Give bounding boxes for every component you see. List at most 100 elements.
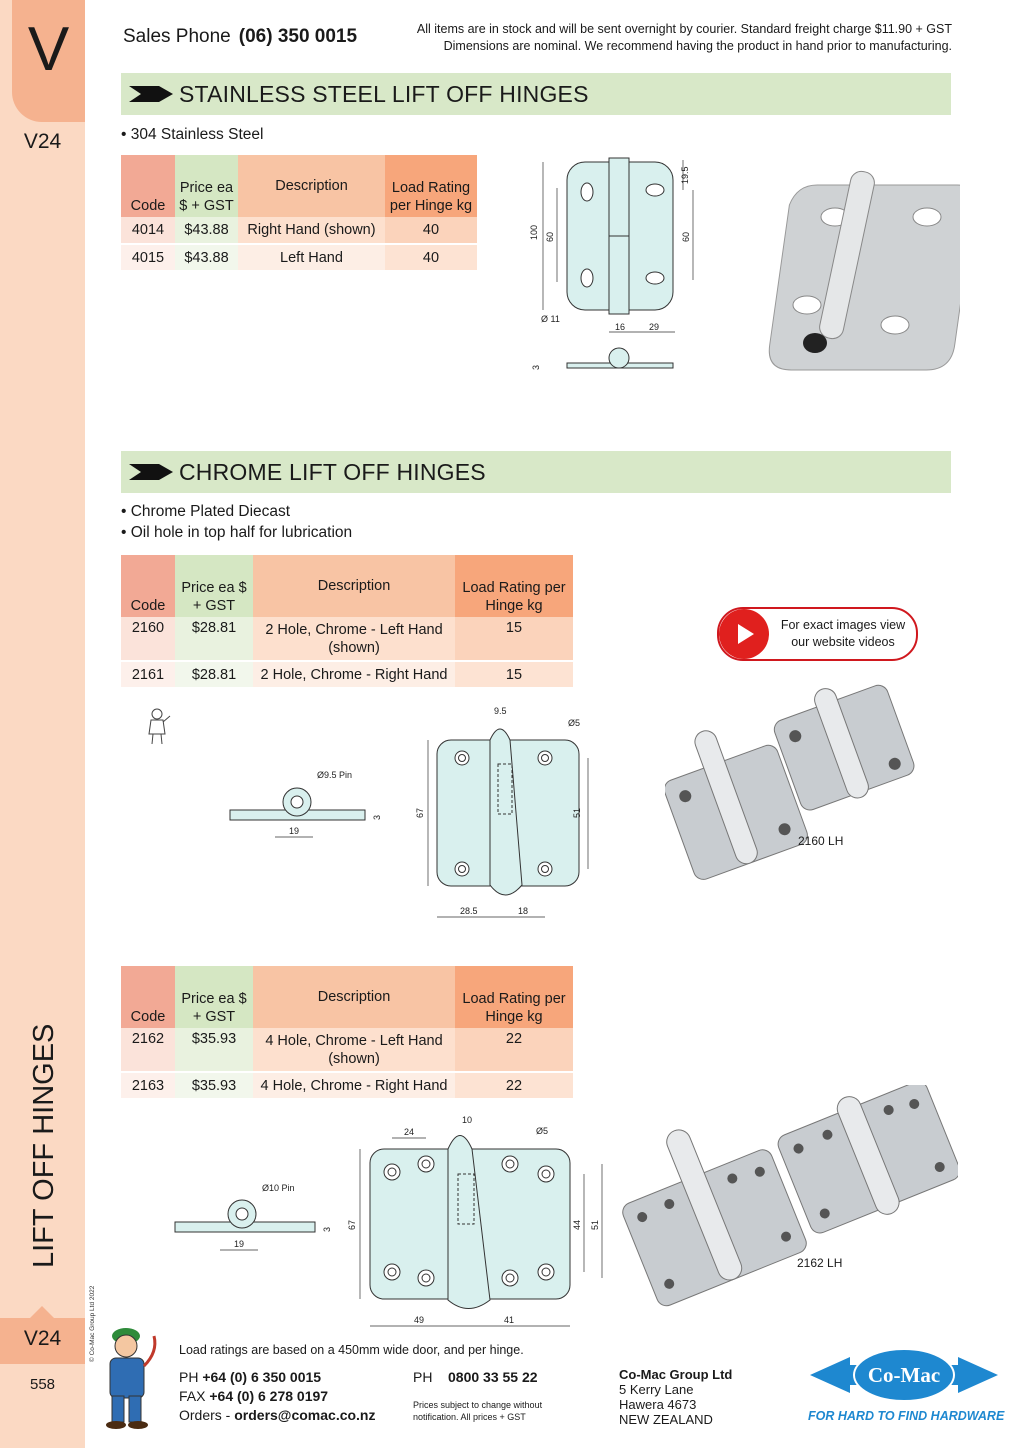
video-link-badge[interactable]: For exact images view our website videos (717, 607, 918, 661)
vertical-title: LIFT OFF HINGES (28, 1023, 60, 1268)
dim-label: 67 (415, 808, 425, 818)
cell-desc: 2 Hole, Chrome - Right Hand (253, 661, 455, 689)
table-row: 2160 $28.81 2 Hole, Chrome - Left Hand (… (121, 617, 573, 662)
notice-line2: Dimensions are nominal. We recommend hav… (443, 39, 952, 53)
cell-code: 4015 (121, 244, 175, 272)
dim-label: 41 (504, 1315, 514, 1325)
dim-label: 3 (372, 815, 382, 820)
ph2-label: PH (413, 1369, 433, 1385)
cell-load: 15 (455, 617, 573, 662)
table-row: 2163 $35.93 4 Hole, Chrome - Right Hand … (121, 1072, 573, 1100)
copyright: © Co-Mac Group Ltd 2022 (89, 1285, 96, 1362)
hinge-photo-stainless (768, 170, 960, 371)
dim-label: Ø5 (568, 718, 580, 728)
dim-label: 3 (531, 365, 541, 370)
dim-label: Ø 11 (541, 314, 560, 324)
dim-label: 19.5 (680, 166, 690, 184)
dim-label: 60 (545, 232, 555, 242)
th-load: Load Rating per Hinge kg (385, 155, 477, 217)
photo-caption: 2162 LH (797, 1256, 843, 1270)
fax-label: FAX (179, 1388, 206, 1404)
dim-label: 51 (572, 808, 582, 818)
ph-number[interactable]: +64 (0) 6 350 0015 (202, 1369, 322, 1385)
freephone: PH 0800 33 55 22 (413, 1368, 538, 1387)
cell-code: 2160 (121, 617, 175, 662)
category-letter: V (27, 15, 70, 84)
cell-price: $43.88 (175, 244, 238, 272)
address-line: NEW ZEALAND (619, 1412, 713, 1427)
cell-code: 2162 (121, 1028, 175, 1073)
hinge-photo-2hole (665, 684, 915, 880)
dim-label: 51 (590, 1220, 600, 1230)
prices-note-line2: notification. All prices + GST (413, 1412, 526, 1422)
th-load: Load Rating per Hinge kg (455, 555, 573, 617)
th-desc: Description (253, 555, 455, 617)
photo-caption: 2160 LH (798, 834, 844, 848)
cell-load: 40 (385, 244, 477, 272)
dim-label: 29 (649, 322, 659, 332)
mascot-icon (106, 1328, 157, 1429)
bullet: • 304 Stainless Steel (121, 126, 264, 143)
company-address: Co-Mac Group Ltd 5 Kerry Lane Hawera 467… (619, 1367, 732, 1427)
cell-load: 15 (455, 661, 573, 689)
dim-label: 60 (681, 232, 691, 242)
dim-label: 3 (322, 1227, 332, 1232)
dim-label: Ø5 (536, 1126, 548, 1136)
section-title: STAINLESS STEEL LIFT OFF HINGES (179, 81, 589, 107)
play-icon[interactable] (719, 609, 769, 659)
cell-price: $28.81 (175, 617, 253, 662)
technical-drawing-2hole: 9.5 Ø5 67 51 28.5 18 (415, 706, 589, 918)
section-code-bottom: V24 (23, 1327, 62, 1350)
dim-label: Ø9.5 Pin (317, 770, 352, 780)
th-code: Code (121, 155, 175, 217)
fax-number: +64 (0) 6 278 0197 (209, 1388, 329, 1404)
category-tab (12, 0, 85, 122)
dim-label: 16 (615, 322, 625, 332)
technical-drawing-stainless: 100 60 60 19.5 Ø 11 16 29 3 (529, 157, 694, 370)
dim-label: 100 (529, 225, 539, 240)
load-rating-note: Load ratings are based on a 450mm wide d… (179, 1343, 524, 1357)
sales-number[interactable]: (06) 350 0015 (238, 26, 358, 47)
cell-code: 2163 (121, 1072, 175, 1100)
table-row: 2162 $35.93 4 Hole, Chrome - Left Hand (… (121, 1028, 573, 1073)
dim-label: 18 (518, 906, 528, 916)
th-price: Price ea $ + GST (175, 966, 253, 1028)
bottom-tab (0, 1306, 85, 1364)
cell-price: $43.88 (175, 217, 238, 245)
th-price: Price ea $ + GST (175, 555, 253, 617)
section-bar-chrome: CHROME LIFT OFF HINGES (121, 451, 951, 493)
address-line: 5 Kerry Lane (619, 1382, 694, 1397)
table-row: 2161 $28.81 2 Hole, Chrome - Right Hand … (121, 661, 573, 689)
bullet: • Chrome Plated Diecast (121, 503, 291, 520)
cell-desc: 2 Hole, Chrome - Left Hand (shown) (253, 617, 455, 662)
cell-desc: Left Hand (238, 244, 385, 272)
contact-block: PH +64 (0) 6 350 0015 FAX +64 (0) 6 278 … (179, 1368, 376, 1425)
dim-label: 67 (347, 1220, 357, 1230)
technical-drawing-4hole: 24 10 Ø5 67 44 51 49 41 (347, 1115, 603, 1327)
cell-desc: 4 Hole, Chrome - Right Hand (253, 1072, 455, 1100)
spec-table-chrome-2hole: Code Price ea $ + GST Description Load R… (121, 555, 573, 689)
dim-label: 24 (404, 1127, 414, 1137)
spec-table-stainless: Code Price ea $ + GST Description Load R… (121, 155, 477, 272)
arrow-icon (129, 464, 173, 480)
spec-table-chrome-4hole: Code Price ea $ + GST Description Load R… (121, 966, 573, 1100)
dim-label: 9.5 (494, 706, 507, 716)
video-text: For exact images view our website videos (780, 618, 906, 649)
table-row: 4015 $43.88 Left Hand 40 (121, 244, 477, 272)
cell-price: $35.93 (175, 1028, 253, 1073)
pin-side-view-4hole: Ø10 Pin 19 3 (174, 1183, 332, 1251)
section-code-top: V24 (23, 130, 62, 153)
orders-email[interactable]: orders@comac.co.nz (234, 1407, 376, 1423)
page-number: 558 (29, 1376, 56, 1393)
dim-label: 44 (572, 1220, 582, 1230)
prices-note: Prices subject to change without notific… (413, 1399, 542, 1423)
dim-label: 28.5 (460, 906, 478, 916)
cell-load: 22 (455, 1072, 573, 1100)
ph2-number[interactable]: 0800 33 55 22 (448, 1369, 538, 1385)
sales-phone: Sales Phone (06) 350 0015 (123, 26, 357, 48)
stock-notice: All items are in stock and will be sent … (360, 21, 952, 55)
tagline: FOR HARD TO FIND HARDWARE (808, 1409, 1005, 1423)
sales-label: Sales Phone (123, 26, 231, 47)
mascot-icon (148, 708, 171, 745)
cell-desc: 4 Hole, Chrome - Left Hand (shown) (253, 1028, 455, 1073)
